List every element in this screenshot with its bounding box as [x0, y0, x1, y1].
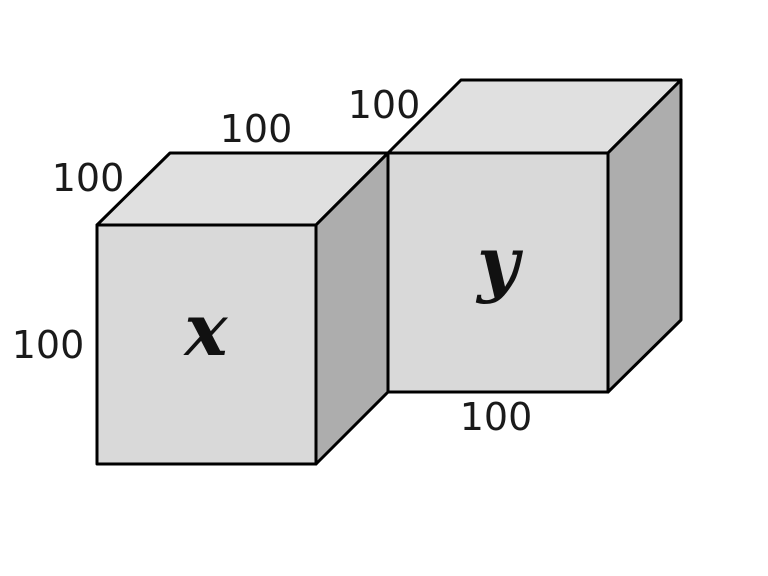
cube-y-width-label: 100 [460, 395, 533, 439]
cube-x: x [95, 151, 390, 466]
cube-x-front-face [95, 223, 318, 466]
cube-x-label: x [183, 287, 229, 372]
cube-y-depth-label: 100 [348, 83, 421, 127]
cube-x-width-label: 100 [220, 107, 293, 151]
cube-x-depth-label: 100 [52, 156, 125, 200]
cube-y: y [386, 78, 683, 394]
cube-y-label: y [475, 220, 523, 305]
cube-x-height-label: 100 [12, 323, 85, 367]
